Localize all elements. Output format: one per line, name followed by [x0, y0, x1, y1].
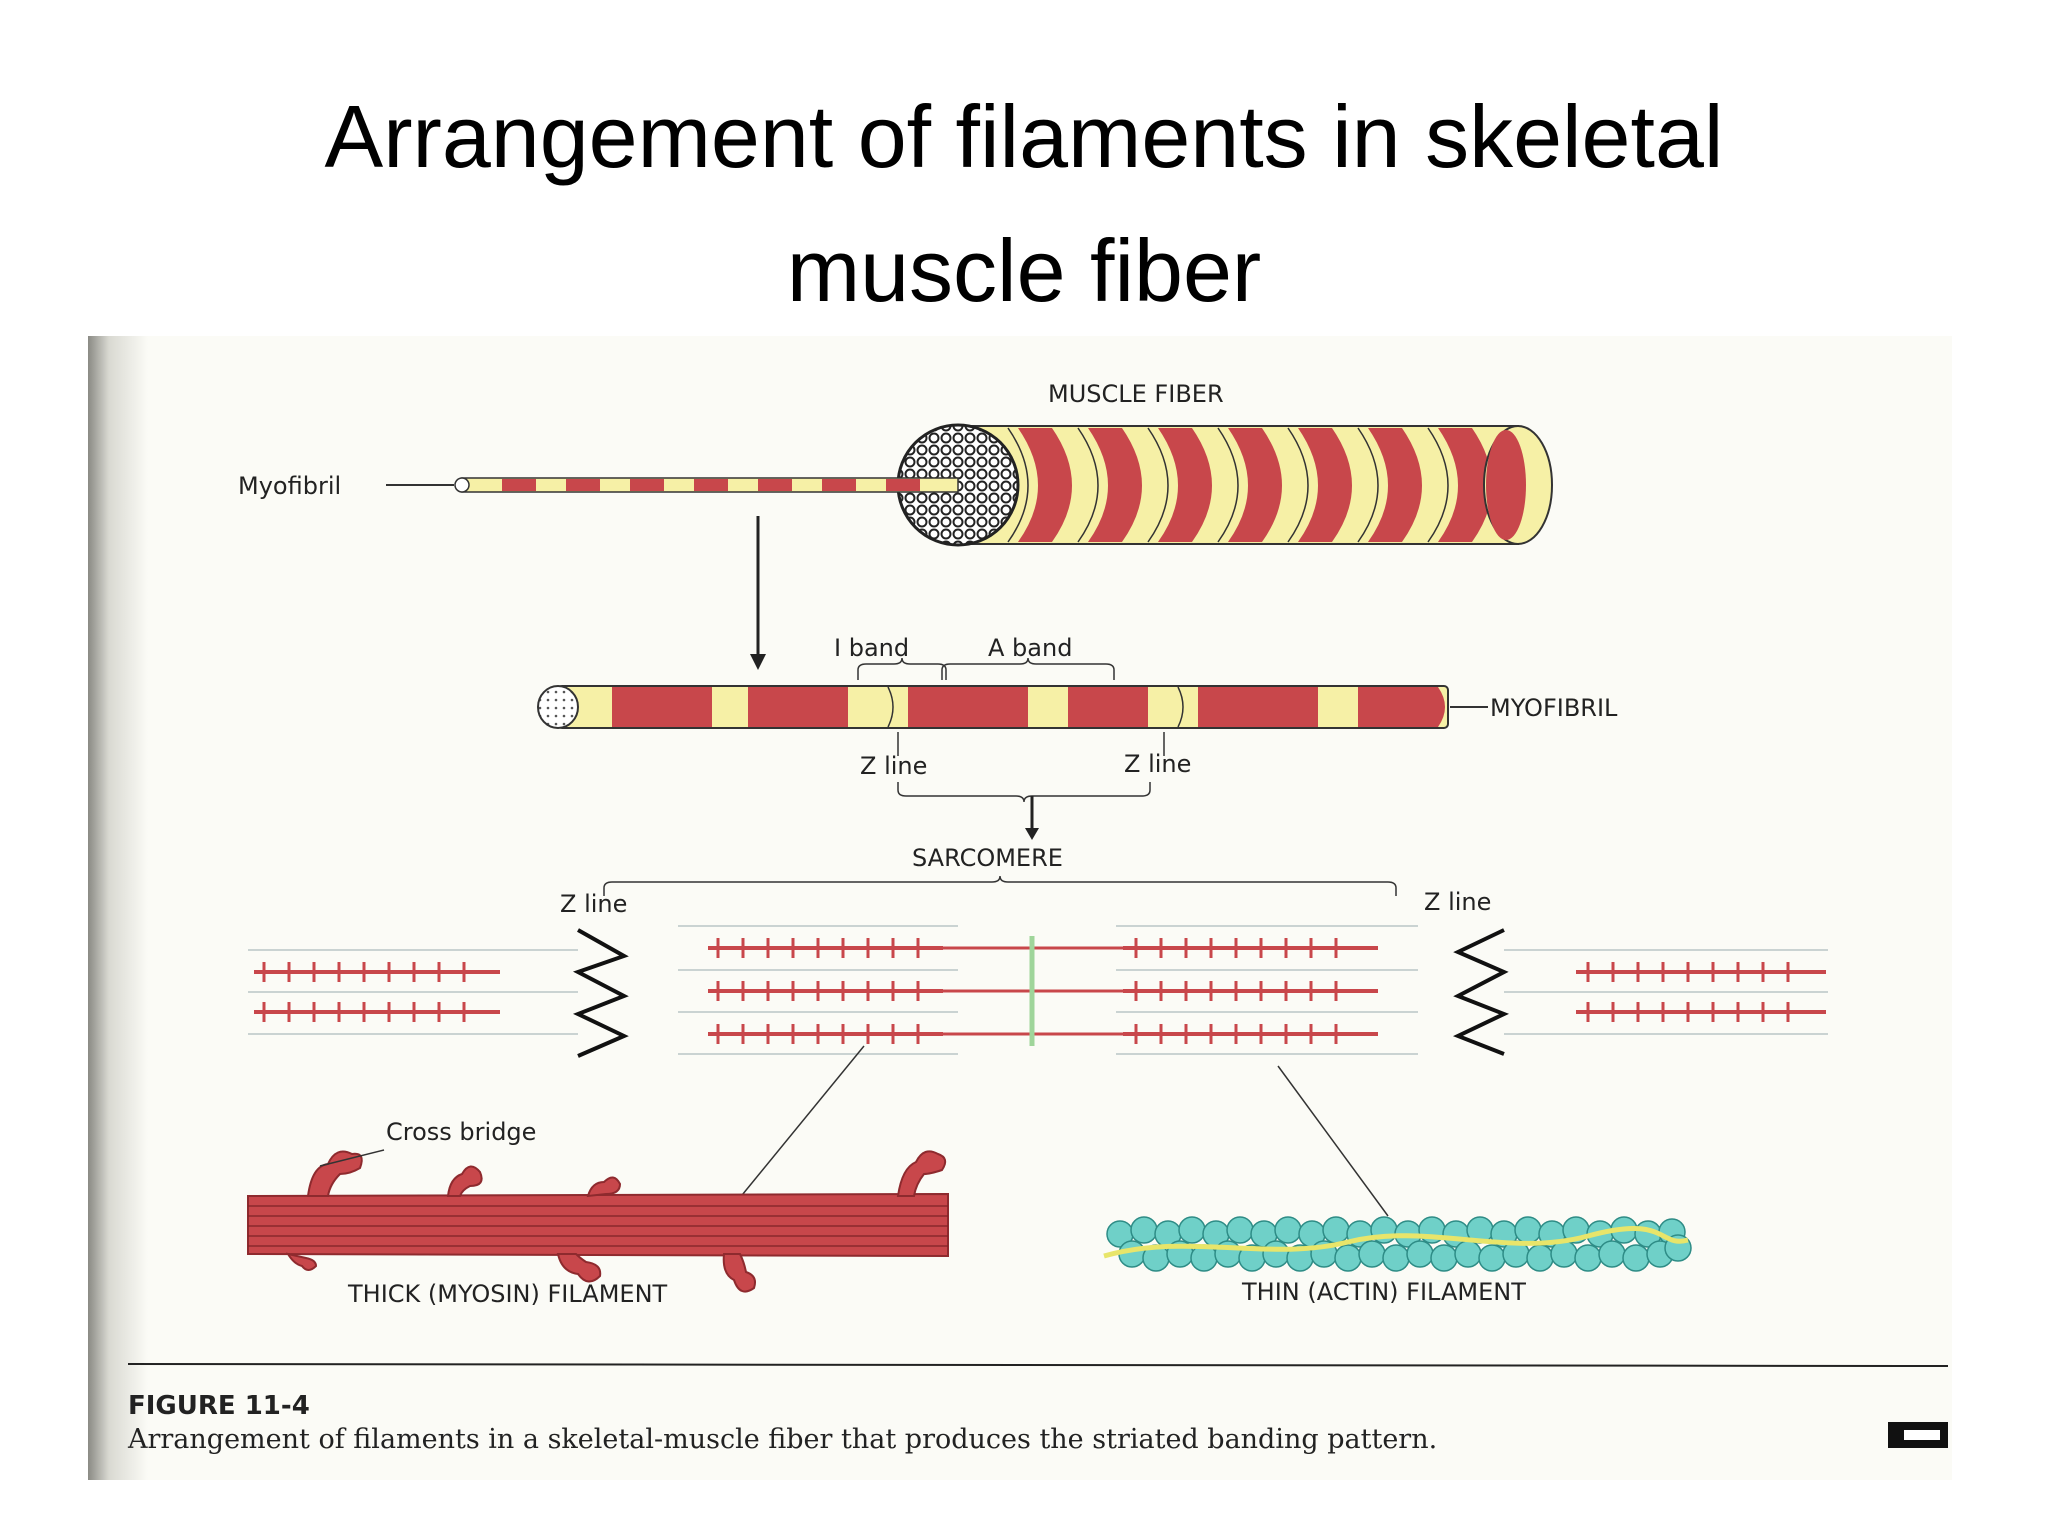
- myofibril-illustration: [537, 685, 1488, 729]
- slide-title-line2: muscle fiber: [786, 221, 1262, 320]
- z-line-label-top-right: Z line: [1124, 750, 1191, 778]
- z-line-label-right: Z line: [1424, 888, 1491, 916]
- sarcomere-label: SARCOMERE: [912, 844, 1063, 872]
- arrow-down-icon: [750, 516, 766, 670]
- slide-title: Arrangement of filaments in skeletal mus…: [0, 70, 2048, 338]
- figure-panel: Myofibril MUSCLE FIBER MYOFIBRIL I band …: [88, 336, 1952, 1480]
- myosin-heads: [285, 1150, 947, 1293]
- z-line-zigzag-left: [572, 928, 629, 1058]
- sarcomere-brace: [603, 875, 1397, 896]
- binding-shadow: [88, 336, 148, 1480]
- thick-filament-label: THICK (MYOSIN) FILAMENT: [347, 1280, 668, 1308]
- thin-callout-line: [1277, 1065, 1389, 1217]
- thin-filament-label: THIN (ACTIN) FILAMENT: [1241, 1278, 1526, 1306]
- slide-title-line1: Arrangement of filaments in skeletal: [324, 87, 1724, 186]
- cross-bridge-label: Cross bridge: [386, 1118, 536, 1146]
- myofibril-label-small: Myofibril: [238, 472, 341, 500]
- tropomyosin-strand: [1103, 1226, 1689, 1259]
- cross-bridge-ticks: [262, 938, 1790, 1044]
- a-band-brace: [941, 657, 1115, 680]
- a-band-label: A band: [988, 634, 1072, 662]
- z-line-label-left: Z line: [560, 890, 627, 918]
- arrow-down-small-icon: [1025, 796, 1039, 840]
- muscle-fiber-diagram: Myofibril MUSCLE FIBER MYOFIBRIL I band …: [88, 336, 1952, 1480]
- z-line-label-top-left: Z line: [860, 752, 927, 780]
- sarcomere-brace-top: [897, 782, 1151, 803]
- publisher-mark-icon: [1888, 1422, 1948, 1448]
- thick-callout-line: [737, 1045, 865, 1201]
- z-line-zigzag-right: [1452, 928, 1510, 1056]
- sarcomere-illustration: [248, 925, 1828, 1058]
- muscle-fiber-label: MUSCLE FIBER: [1048, 380, 1224, 408]
- myofibril-label-caps: MYOFIBRIL: [1490, 694, 1618, 722]
- i-band-label: I band: [834, 634, 909, 662]
- actin-beads: [1106, 1216, 1692, 1272]
- figure-caption-heading: FIGURE 11-4: [128, 1391, 310, 1421]
- caption-rule: [127, 1363, 1949, 1367]
- thin-filament-illustration: [1103, 1216, 1692, 1272]
- figure-caption-text: Arrangement of filaments in a skeletal-m…: [127, 1424, 1437, 1455]
- muscle-fiber-illustration: [896, 423, 1553, 547]
- i-band-brace: [857, 657, 947, 680]
- myofibril-small-illustration: [386, 477, 959, 493]
- cross-bridge-leader-line: [319, 1149, 385, 1167]
- thick-filament-illustration: [247, 1150, 949, 1293]
